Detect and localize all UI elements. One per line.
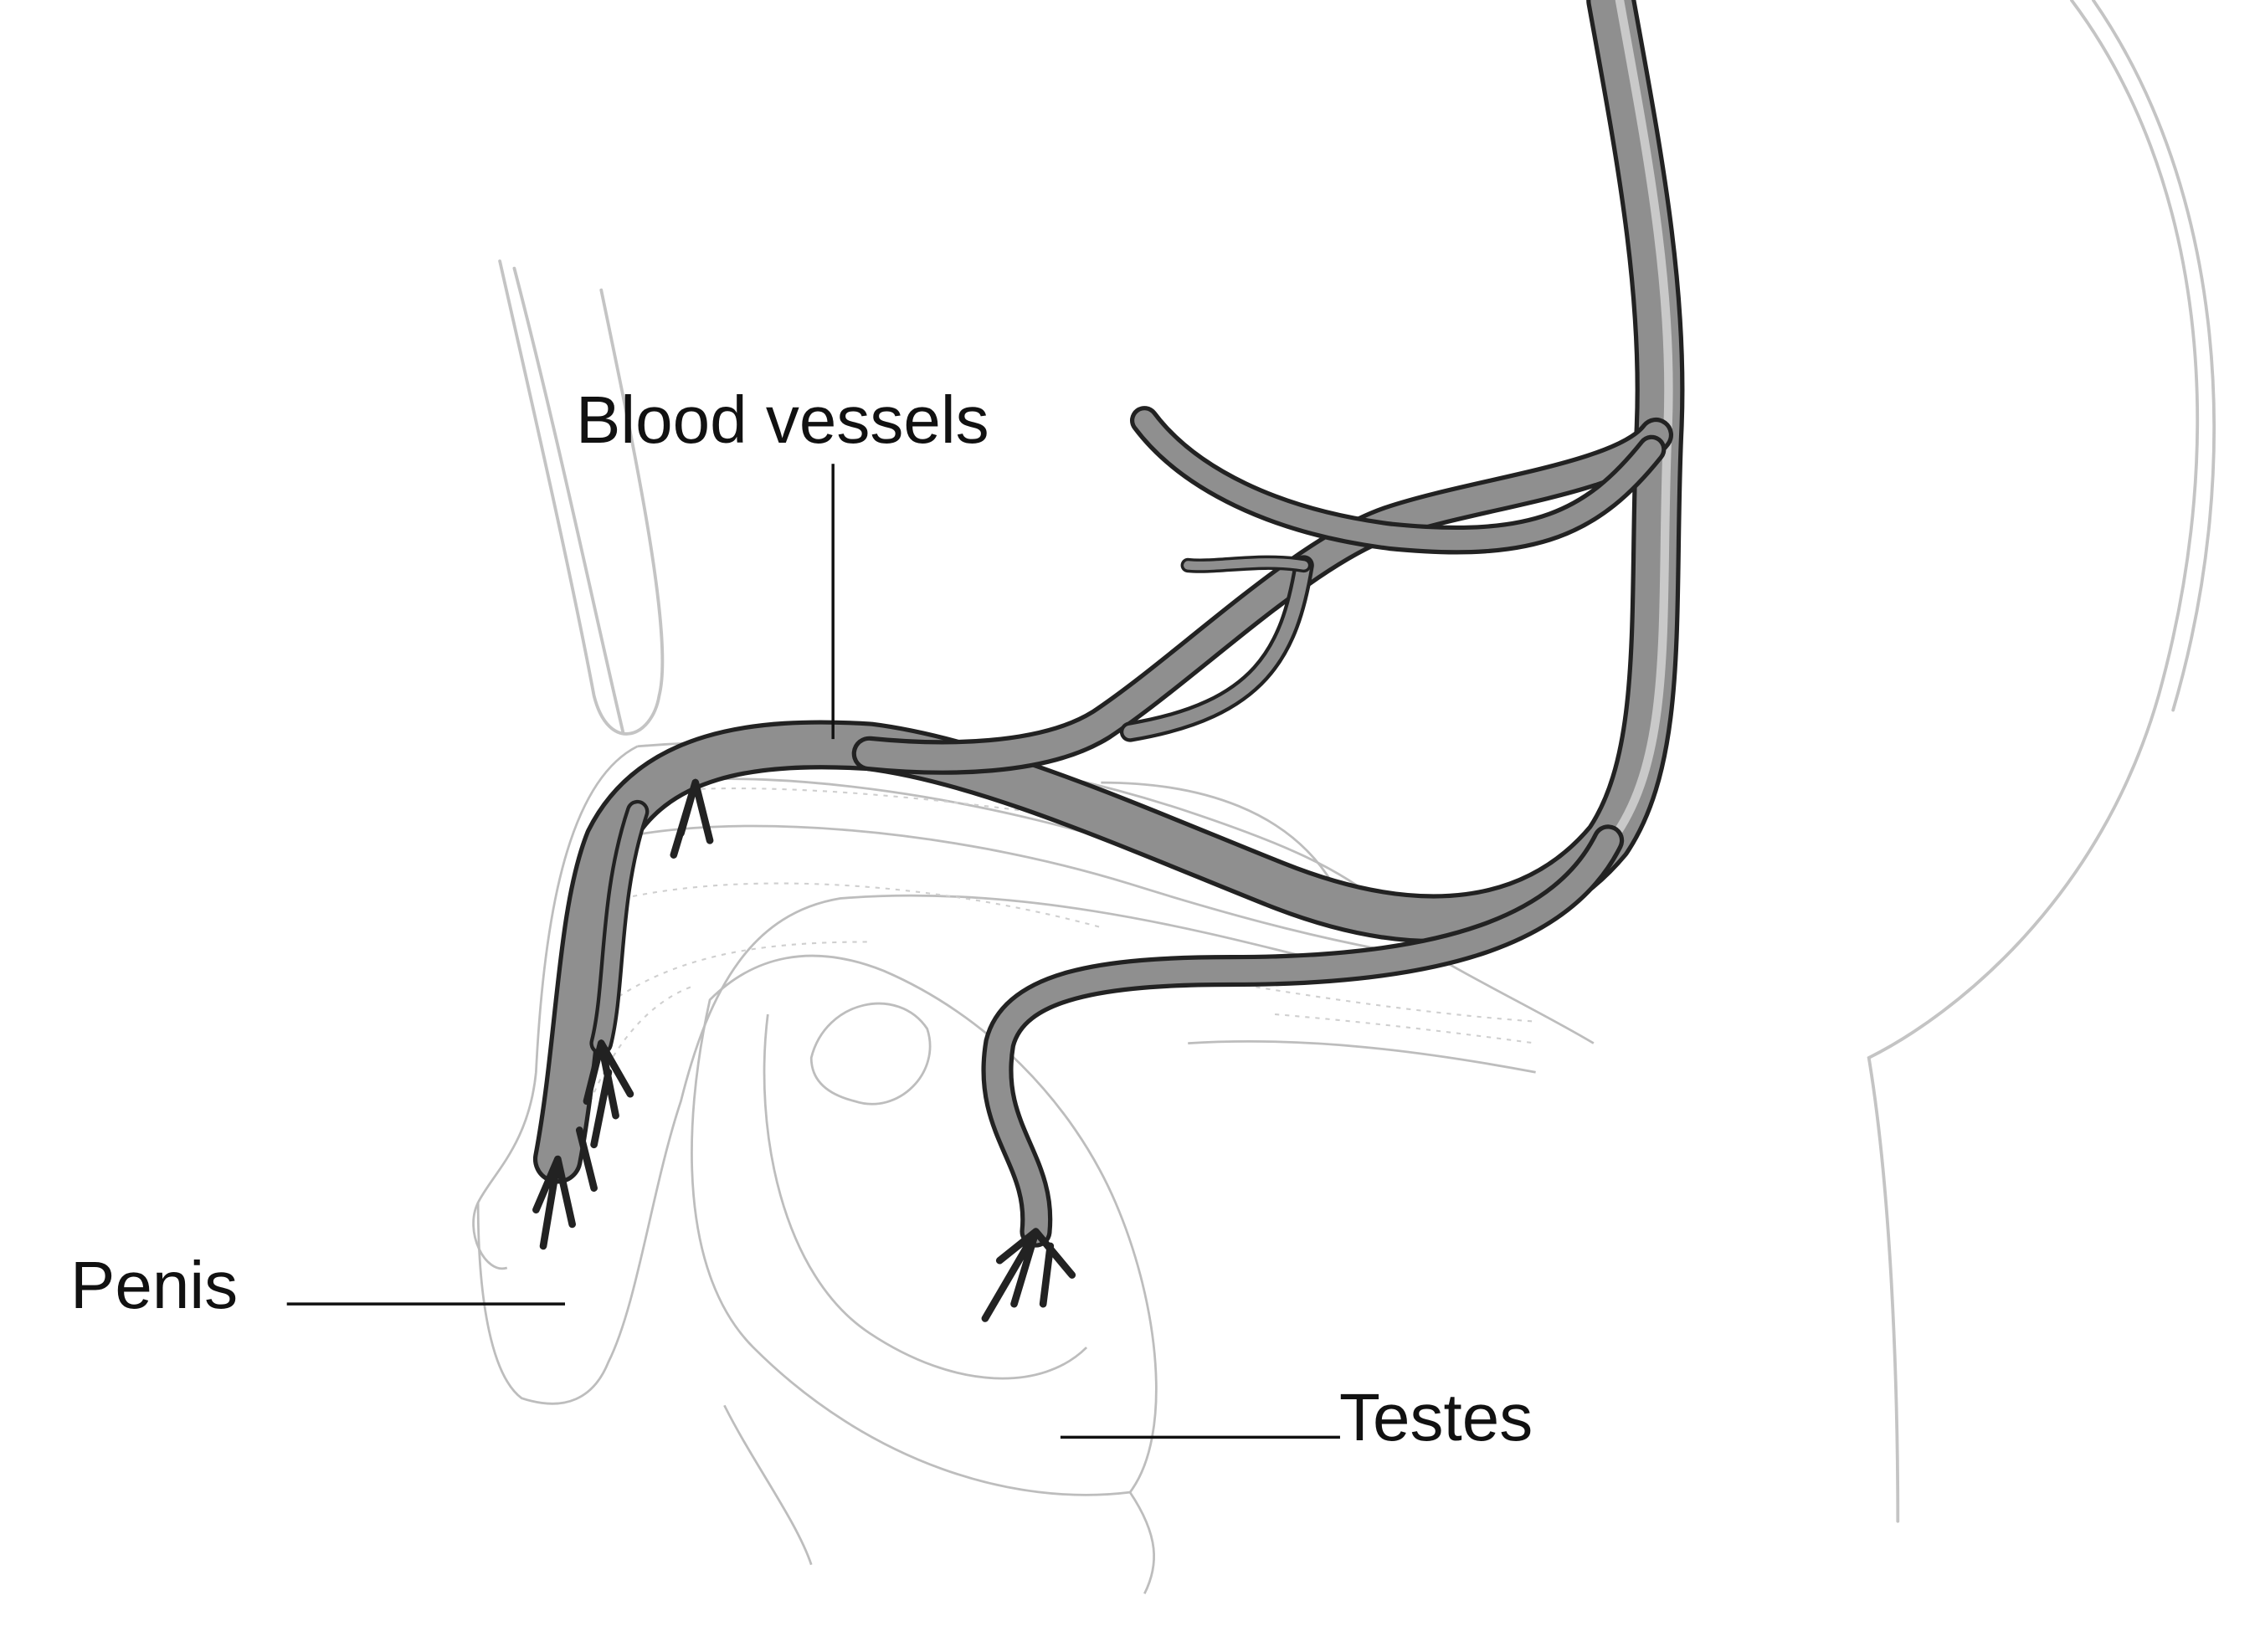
testes-shape	[691, 954, 1158, 1594]
body-outline	[498, 0, 2216, 1523]
vessel-branches	[532, 778, 1076, 1322]
label-blood-vessels: Blood vessels	[576, 382, 989, 457]
blood-vessels	[532, 0, 1685, 1322]
label-testes: Testes	[1339, 1380, 1533, 1454]
label-penis: Penis	[70, 1248, 239, 1322]
